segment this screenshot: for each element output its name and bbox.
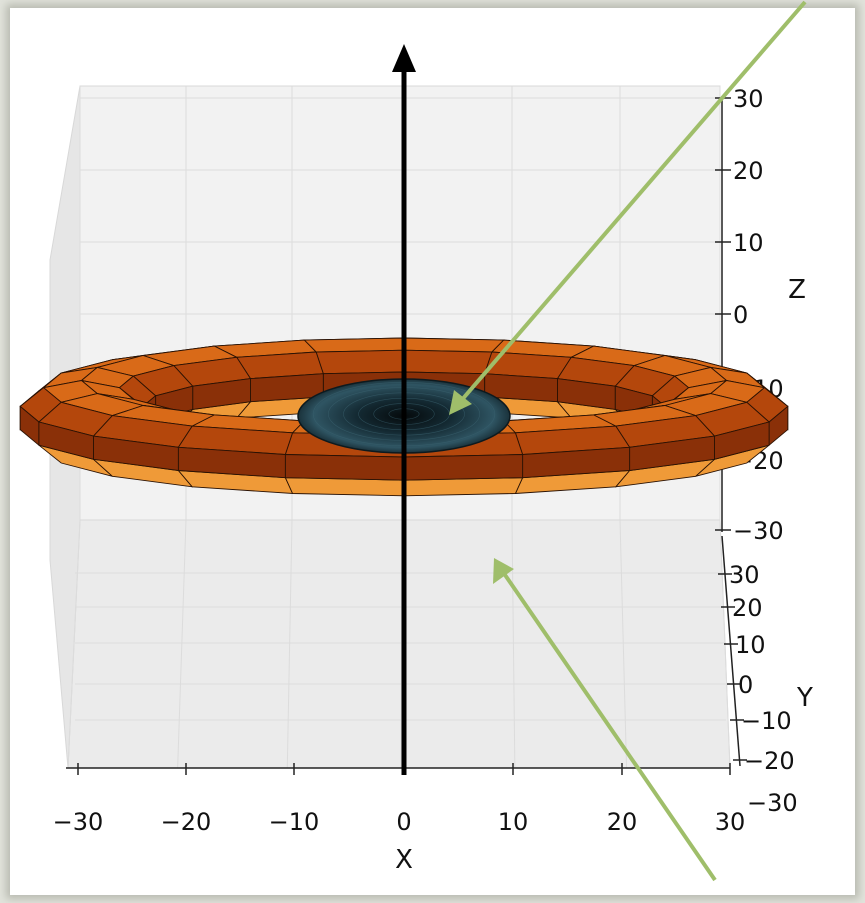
z-tick-label: 30 xyxy=(733,85,764,113)
grid-line xyxy=(67,519,81,769)
x-axis-label: X xyxy=(395,845,413,875)
y-axis: 30 20 10 0 −10 −20 −30 xyxy=(718,535,798,817)
x-tick-label: −10 xyxy=(269,808,320,836)
z-tick-label: 10 xyxy=(733,229,764,257)
x-tick-label: 30 xyxy=(715,808,746,836)
torus-patch xyxy=(403,337,505,353)
z-axis-arrow-head xyxy=(392,44,416,72)
grid-line xyxy=(619,519,628,769)
torus-patch xyxy=(303,337,405,353)
torus-patch xyxy=(284,477,405,497)
y-tick-label: −20 xyxy=(744,747,795,775)
x-tick-label: 10 xyxy=(498,808,529,836)
annotation-arrow-bottom xyxy=(493,558,717,882)
z-axis-label: Z xyxy=(788,275,806,305)
y-tick-label: 10 xyxy=(735,631,766,659)
y-tick-label: 20 xyxy=(732,594,763,622)
annotation-arrow-top xyxy=(449,0,807,415)
x-axis: −30 −20 −10 0 10 20 30 xyxy=(53,763,746,836)
torus-patch xyxy=(284,454,405,481)
y-tick-label: −30 xyxy=(747,789,798,817)
grid-line xyxy=(511,519,516,769)
torus-patch xyxy=(403,477,524,497)
floor-pane xyxy=(67,519,731,769)
y-tick-label: −10 xyxy=(741,707,792,735)
x-tick-label: −30 xyxy=(53,808,104,836)
y-axis-label: Y xyxy=(796,683,813,713)
grid-line xyxy=(286,519,293,769)
torus-patch xyxy=(315,349,405,375)
torus-patch xyxy=(403,349,493,375)
z-tick-label: 0 xyxy=(733,301,748,329)
x-tick-label: 0 xyxy=(396,808,411,836)
z-tick-label: −30 xyxy=(733,517,784,545)
torus-patch xyxy=(403,454,524,481)
z-tick-label: 20 xyxy=(733,157,764,185)
x-tick-label: 20 xyxy=(607,808,638,836)
grid-line xyxy=(177,519,187,769)
y-tick-label: 0 xyxy=(738,671,753,699)
y-tick-label: 30 xyxy=(729,561,760,589)
x-tick-label: −20 xyxy=(161,808,212,836)
